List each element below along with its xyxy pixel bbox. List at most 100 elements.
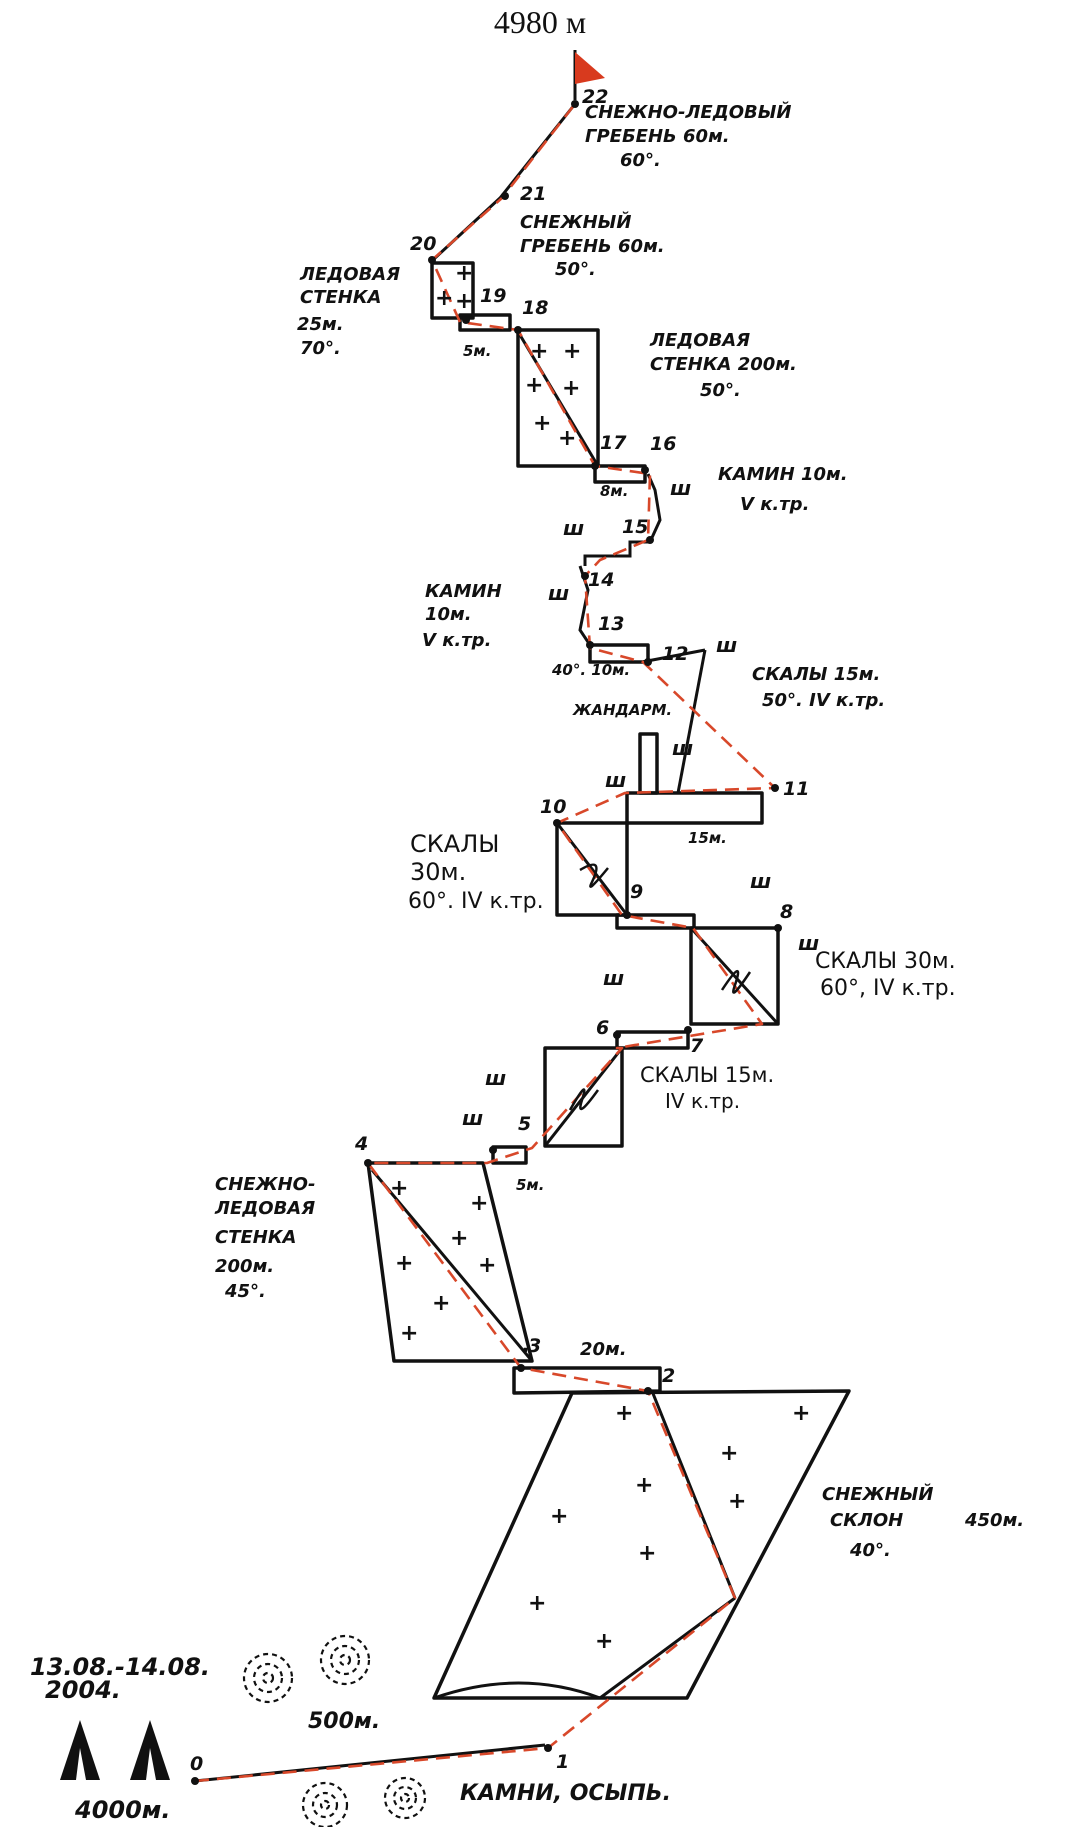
label-d17: 8м. [600,482,628,500]
svg-text:+: + [470,1191,488,1216]
svg-text:+: + [528,1591,546,1616]
s10-line-3: 60°. IV к.тр. [408,889,544,914]
svg-text:+: + [562,376,580,401]
s4-line-1: СНЕЖНО- [215,1174,315,1195]
svg-text:+: + [635,1473,653,1498]
s20-line-3: 25м. [297,314,344,335]
point-7: 7 [690,1035,704,1057]
point-20: 20 [410,233,436,255]
label-gendarme: ЖАНДАРМ. [572,701,672,719]
s14-line-1: КАМИН [425,581,502,602]
label-d13: 40°. 10м. [551,661,630,679]
point-3: 3 [528,1335,541,1357]
s18-line-1: ЛЕДОВАЯ [649,330,750,351]
base-camp-elevation: 4000м. [74,1796,171,1824]
s16-line-2: V к.тр. [740,494,809,515]
point-1: 1 [556,1751,569,1773]
s6-line-2: IV к.тр. [665,1089,740,1113]
label-d0: 500м. [308,1709,380,1734]
svg-text:+: + [525,373,543,398]
svg-text:+: + [400,1321,418,1346]
svg-text:+: + [435,286,453,311]
svg-text:+: + [455,261,473,286]
s18-line-2: СТЕНКА 200м. [650,354,797,375]
svg-text:ш: ш [672,736,693,760]
point-10: 10 [540,796,566,818]
svg-text:+: + [450,1226,468,1251]
svg-text:.: . [522,1333,530,1358]
s2-length: 450м. [964,1510,1024,1531]
snow-plus-icon: +++ ++ ++ ++ ++ ++ ++ +. ++ ++ ++ ++ + [390,261,810,1654]
svg-text:+: + [638,1541,656,1566]
point-16: 16 [650,433,676,455]
station-numbers: 0 1 2 3 4 5 6 7 8 9 10 11 12 13 14 15 16… [190,86,809,1775]
svg-text:+: + [792,1401,810,1426]
stone-icon [242,1634,427,1827]
point-17: 17 [600,432,627,454]
s22-line-1: СНЕЖНО-ЛЕДОВЫЙ [585,101,791,123]
s22-line-2: ГРЕБЕНЬ 60м. [585,126,730,147]
s6-line-1: СКАЛЫ 15м. [640,1063,774,1087]
svg-text:+: + [595,1629,613,1654]
base-camp-block: 13.08.-14.08. 2004. 4000м. КАМНИ, ОСЫПЬ. [30,1653,671,1824]
point-11: 11 [783,778,809,800]
summit-flag-icon [573,50,605,100]
s4-line-2: ЛЕДОВАЯ [214,1198,315,1219]
s14-line-2: 10м. [425,604,472,625]
label-d5: 5м. [516,1176,544,1194]
point-8: 8 [780,901,793,923]
svg-text:+: + [478,1253,496,1278]
svg-text:+: + [550,1504,568,1529]
svg-text:+: + [563,339,581,364]
section-annotations: СНЕЖНО-ЛЕДОВЫЙ ГРЕБЕНЬ 60м. 60°. СНЕЖНЫЙ… [214,101,1024,1561]
point-21: 21 [520,183,546,205]
s4-line-4: 200м. [215,1256,274,1277]
point-18: 18 [522,297,548,319]
svg-text:ш: ш [670,476,691,500]
base-dates: 13.08.-14.08. [30,1653,210,1681]
s21-line-2: ГРЕБЕНЬ 60м. [520,236,665,257]
point-13: 13 [598,613,624,635]
s2-line-2: СКЛОН [830,1510,903,1531]
svg-text:ш: ш [462,1106,483,1130]
svg-text:+: + [558,426,576,451]
point-14: 14 [588,569,614,591]
s20-line-1: ЛЕДОВАЯ [299,264,400,285]
point-6: 6 [596,1017,609,1039]
s10-line-2: 30м. [410,858,466,886]
svg-text:+: + [390,1176,408,1201]
s8-line-1: СКАЛЫ 30м. [815,949,956,974]
s10-line-1: СКАЛЫ [410,830,499,858]
label-d19: 5м. [463,342,491,360]
svg-text:+: + [728,1489,746,1514]
svg-text:+: + [432,1291,450,1316]
base-year: 2004. [45,1676,121,1704]
summit-elevation: 4980 м [494,4,586,40]
s8-line-2: 60°, IV к.тр. [820,976,956,1001]
s20-line-4: 70°. [300,338,341,359]
svg-text:+: + [455,289,473,314]
svg-text:ш: ш [603,966,624,990]
svg-text:+: + [533,411,551,436]
s12-line-1: СКАЛЫ 15м. [752,664,880,685]
s16-line-1: КАМИН 10м. [718,464,848,485]
base-scree-label: КАМНИ, ОСЫПЬ. [460,1781,671,1806]
svg-text:ш: ш [485,1066,506,1090]
rock-face-icon [568,863,752,1111]
tent-icon [60,1720,170,1780]
s21-line-1: СНЕЖНЫЙ [520,211,631,233]
svg-text:ш: ш [605,768,626,792]
s4-line-5: 45°. [224,1281,266,1302]
svg-text:+: + [395,1251,413,1276]
point-15: 15 [622,516,648,538]
s2-line-1: СНЕЖНЫЙ [822,1483,933,1505]
svg-text:ш: ш [548,581,569,605]
rock-symbol-icon: шш шш шш шш шш ш [462,476,819,1130]
svg-text:ш: ш [563,516,584,540]
label-d3: 20м. [580,1339,627,1360]
s14-line-3: V к.тр. [422,630,491,651]
svg-text:+: + [615,1401,633,1426]
point-9: 9 [630,881,643,903]
point-5: 5 [518,1113,531,1135]
